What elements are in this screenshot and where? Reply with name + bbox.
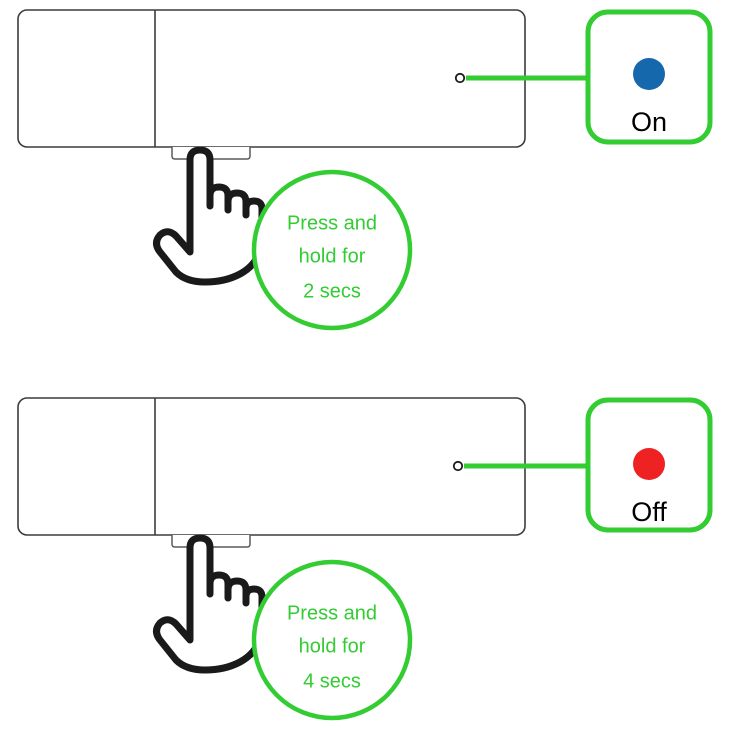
status-dot-red xyxy=(633,448,665,480)
status-dot-blue xyxy=(633,58,665,90)
led-indicator xyxy=(454,72,466,84)
status-label: Off xyxy=(631,497,667,527)
status-label: On xyxy=(631,107,667,137)
callout-line-1: Press and xyxy=(287,602,377,624)
callout-line-2: hold for xyxy=(299,635,366,657)
panel-power-on: On Press and hold for 2 secs xyxy=(0,0,734,367)
pointing-hand-icon xyxy=(153,534,266,674)
callout-line-3: 2 secs xyxy=(303,280,361,302)
callout-line-3: 4 secs xyxy=(303,670,361,692)
device-body xyxy=(17,397,526,536)
callout-circle xyxy=(251,559,413,721)
device-body xyxy=(17,9,526,148)
led-indicator xyxy=(452,460,464,472)
callout-line-1: Press and xyxy=(287,212,377,234)
pointing-hand-icon xyxy=(153,146,266,286)
panel-power-off: Off Press and hold for 4 secs xyxy=(0,368,734,735)
callout-line-2: hold for xyxy=(299,245,366,267)
callout-circle xyxy=(251,169,413,331)
